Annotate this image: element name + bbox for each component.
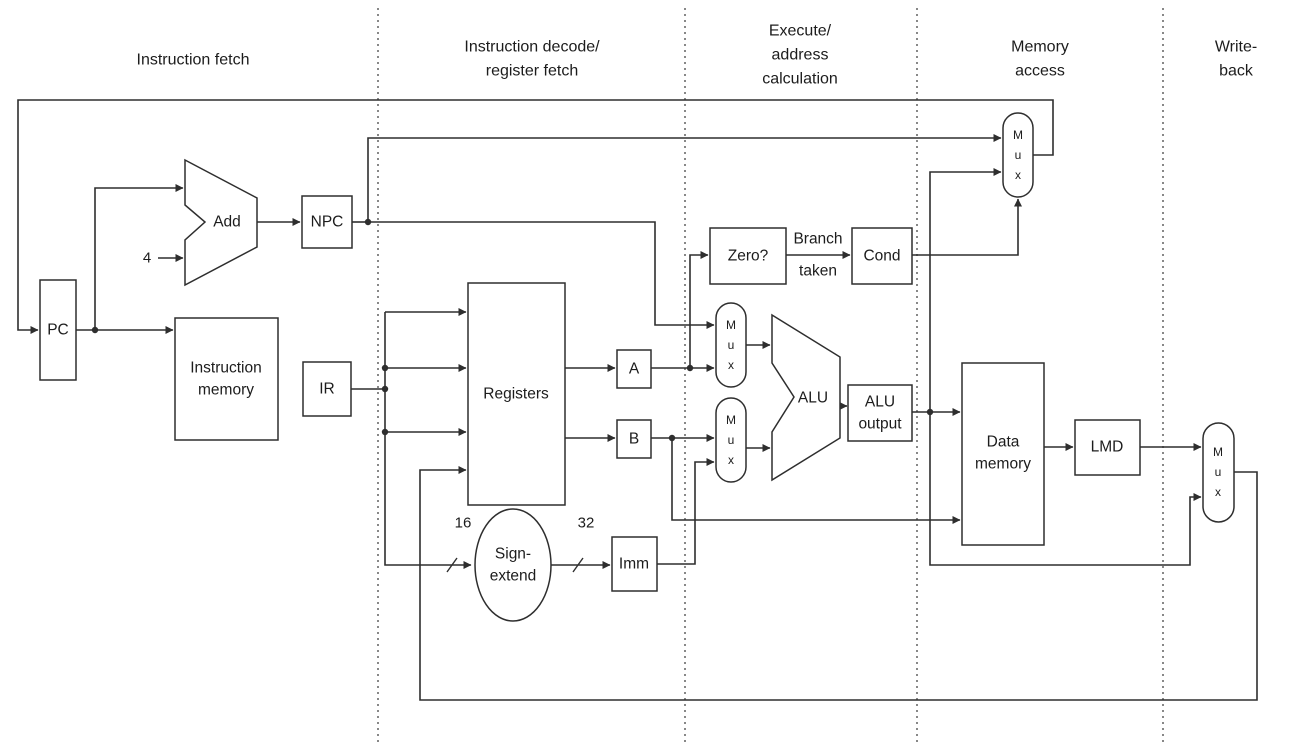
wire-a-to-zero-test — [689, 251, 709, 368]
wire-imm-to-alu-mux2 — [657, 458, 715, 565]
imm-box — [611, 536, 658, 592]
data-memory-label-2: memory — [975, 456, 1031, 473]
imm-label: Imm — [619, 556, 649, 573]
alu-mux1 — [715, 302, 747, 388]
registers-label: Registers — [483, 386, 549, 403]
wire-pc-to-add — [94, 184, 184, 330]
data-memory-label-1: Data — [987, 434, 1020, 451]
stage-header-memory-1: Memory — [1011, 39, 1069, 56]
wire-alu-output-to-wb-mux — [929, 412, 1202, 566]
pc-label: PC — [47, 322, 69, 339]
alu-mux1-label-m: M — [726, 318, 736, 332]
npc-label: NPC — [311, 214, 344, 231]
instruction-memory-label-2: memory — [198, 382, 254, 399]
bus-width-tick-16 — [446, 557, 458, 573]
branch-taken-label-1: Branch — [793, 231, 842, 248]
junction-pc-output — [91, 326, 99, 334]
alu-unit — [771, 313, 841, 482]
add-label: Add — [213, 214, 241, 231]
stage-header-memory-2: access — [1015, 63, 1065, 80]
branch-mux-label-m: M — [1013, 128, 1023, 142]
zero-test-box — [709, 227, 787, 285]
wire-wb-mux-to-registers — [419, 466, 1258, 701]
zero-test-label: Zero? — [728, 248, 769, 265]
writeback-mux-label-x: x — [1215, 485, 1221, 499]
b-register-box — [616, 419, 652, 459]
lmd-label: LMD — [1091, 439, 1124, 456]
alu-output-label-2: output — [858, 416, 902, 433]
add-constant-label: 4 — [143, 250, 151, 267]
wire-npc-to-branch-mux — [367, 134, 1002, 222]
junction-ir-bus-1 — [381, 364, 389, 372]
writeback-mux-label-m: M — [1213, 445, 1223, 459]
alu-label: ALU — [798, 390, 828, 407]
sign-extend-unit — [474, 508, 552, 622]
stage-header-decode-1: Instruction decode/ — [464, 39, 600, 56]
instruction-memory-label-1: Instruction — [190, 360, 262, 377]
a-register-label: A — [629, 361, 640, 378]
junction-b-output — [668, 434, 676, 442]
stage-header-execute-3: calculation — [762, 71, 838, 88]
alu-mux2-label-u: u — [728, 433, 735, 447]
branch-mux-label-u: u — [1015, 148, 1022, 162]
bus-width-tick-32 — [572, 557, 584, 573]
stage-header-fetch: Instruction fetch — [137, 52, 250, 69]
stage-header-decode-2: register fetch — [486, 63, 578, 80]
alu-output-label-1: ALU — [865, 394, 895, 411]
junction-alu-output — [926, 408, 934, 416]
branch-taken-label-2: taken — [799, 263, 837, 280]
wire-cond-to-branch-mux — [912, 198, 1022, 256]
sign-extend-label-2: extend — [490, 568, 537, 585]
alu-mux1-label-u: u — [728, 338, 735, 352]
alu-output-box — [847, 384, 913, 442]
junction-ir-bus-3 — [381, 428, 389, 436]
ir-box — [302, 361, 352, 417]
writeback-mux — [1202, 422, 1235, 523]
stage-header-writeback-2: back — [1219, 63, 1254, 80]
a-register-box — [616, 349, 652, 389]
add-unit — [184, 158, 258, 287]
junction-npc-output — [364, 218, 372, 226]
bus-width-32-label: 32 — [578, 515, 595, 532]
lmd-box — [1074, 419, 1141, 476]
wire-branch-mux-to-pc — [17, 99, 1054, 334]
bus-width-16-label: 16 — [455, 515, 472, 532]
cond-box — [851, 227, 913, 285]
pc-box — [39, 279, 77, 381]
alu-mux2-label-m: M — [726, 413, 736, 427]
b-register-label: B — [629, 431, 639, 448]
stage-header-writeback-1: Write- — [1215, 39, 1257, 56]
data-memory-box — [961, 362, 1045, 546]
instruction-memory-box — [174, 317, 279, 441]
junction-a-output — [686, 364, 694, 372]
writeback-mux-label-u: u — [1215, 465, 1222, 479]
branch-mux — [1002, 112, 1034, 198]
cond-label: Cond — [863, 248, 900, 265]
npc-box — [301, 195, 353, 249]
alu-mux2 — [715, 397, 747, 483]
wire-alu-output-to-branch-mux — [929, 168, 1002, 412]
wire-ir-bus-vertical-to-signextend — [384, 312, 472, 569]
branch-mux-label-x: x — [1015, 168, 1021, 182]
wire-npc-to-alu-mux1 — [368, 221, 715, 329]
alu-mux2-label-x: x — [728, 453, 734, 467]
alu-mux1-label-x: x — [728, 358, 734, 372]
stage-header-execute-2: address — [772, 47, 829, 64]
ir-label: IR — [319, 381, 335, 398]
registers-box — [467, 282, 566, 506]
wire-b-to-data-memory — [671, 438, 961, 524]
sign-extend-label-1: Sign- — [495, 546, 531, 563]
stage-header-execute-1: Execute/ — [769, 23, 832, 40]
junction-ir-bus-2 — [381, 385, 389, 393]
